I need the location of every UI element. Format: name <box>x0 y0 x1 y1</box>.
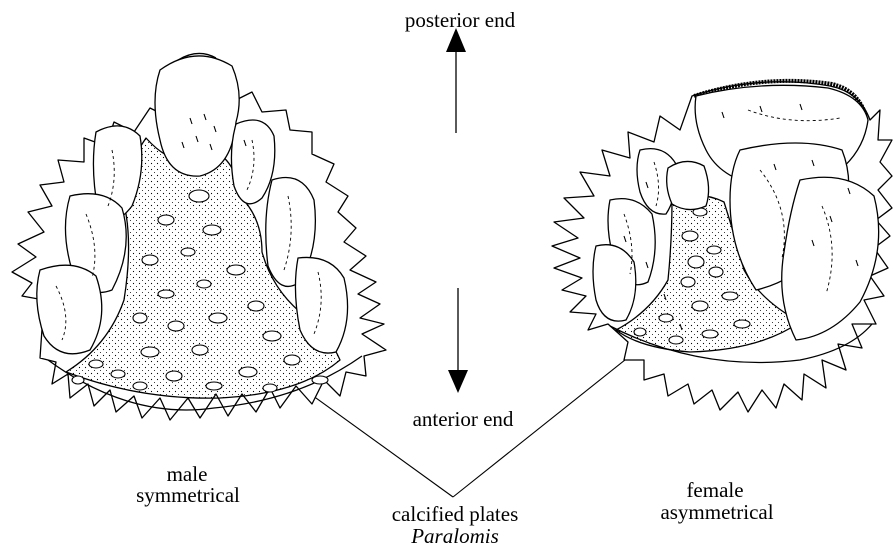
anterior-end-label: anterior end <box>398 407 528 431</box>
posterior-arrow <box>446 28 466 133</box>
female-symmetry-label: asymmetrical <box>650 500 784 524</box>
posterior-end-label: posterior end <box>393 8 527 32</box>
female-telson <box>667 161 709 209</box>
female-plate-left-3 <box>593 245 636 321</box>
calcified-plates-label: calcified plates <box>380 502 530 526</box>
male-abdomen <box>12 53 386 420</box>
genus-label: Paralomis <box>410 524 500 548</box>
anterior-arrow <box>448 288 468 393</box>
female-abdomen <box>552 81 892 412</box>
male-symmetry-label: symmetrical <box>128 483 248 507</box>
male-plate-left-3 <box>37 265 102 354</box>
female-label: female <box>675 478 755 502</box>
